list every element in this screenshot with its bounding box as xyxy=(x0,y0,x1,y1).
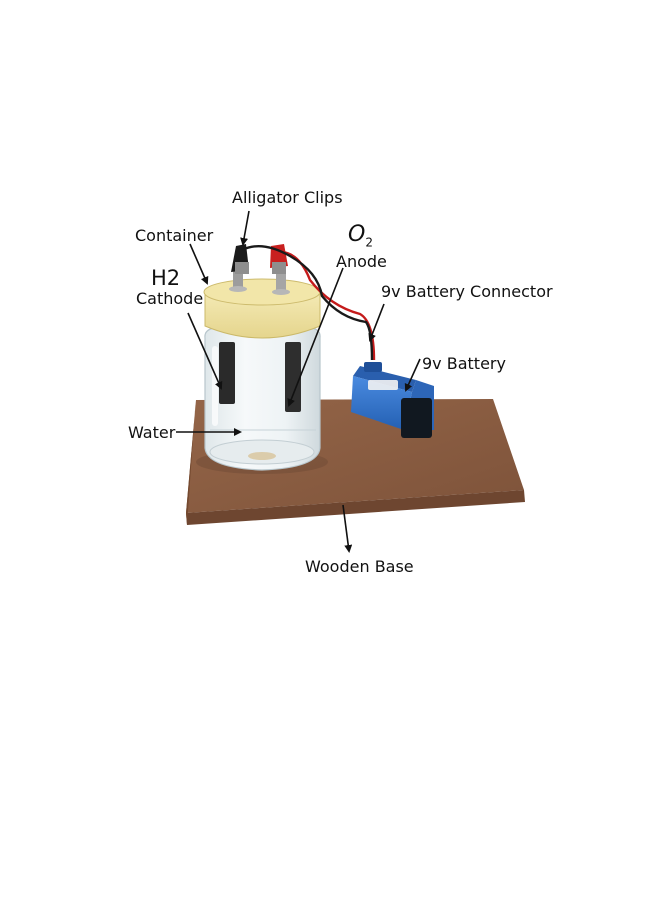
anode-terminal xyxy=(276,272,286,292)
cathode-terminal xyxy=(233,268,243,290)
o2-letter: O xyxy=(348,222,366,247)
label-wooden-base: Wooden Base xyxy=(305,557,414,576)
label-battery-connector: 9v Battery Connector xyxy=(381,282,553,301)
label-cathode: Cathode xyxy=(136,289,204,308)
label-alligator-clips: Alligator Clips xyxy=(232,188,343,207)
arrow-battery-connector xyxy=(368,303,385,342)
arrow-wooden-base xyxy=(342,504,353,553)
cathode-electrode xyxy=(219,342,235,404)
annotation-arrows xyxy=(176,210,421,553)
label-h2: H2 xyxy=(151,266,181,290)
label-anode: Anode xyxy=(336,252,387,271)
o2-subscript: 2 xyxy=(365,235,373,250)
anode-electrode xyxy=(285,342,301,412)
arrow-container xyxy=(189,243,209,285)
nine-volt-battery xyxy=(351,362,434,438)
arrow-battery xyxy=(404,358,421,392)
container-lid xyxy=(203,278,321,339)
label-o2: O2 xyxy=(348,222,373,250)
arrow-cathode xyxy=(187,312,223,390)
arrow-anode xyxy=(287,267,344,407)
arrow-alligator-clips xyxy=(240,210,250,246)
label-container: Container xyxy=(135,226,214,245)
label-battery: 9v Battery xyxy=(422,354,506,373)
label-water: Water xyxy=(128,423,176,442)
black-wire xyxy=(241,244,374,361)
black-alligator-clip xyxy=(231,244,249,274)
